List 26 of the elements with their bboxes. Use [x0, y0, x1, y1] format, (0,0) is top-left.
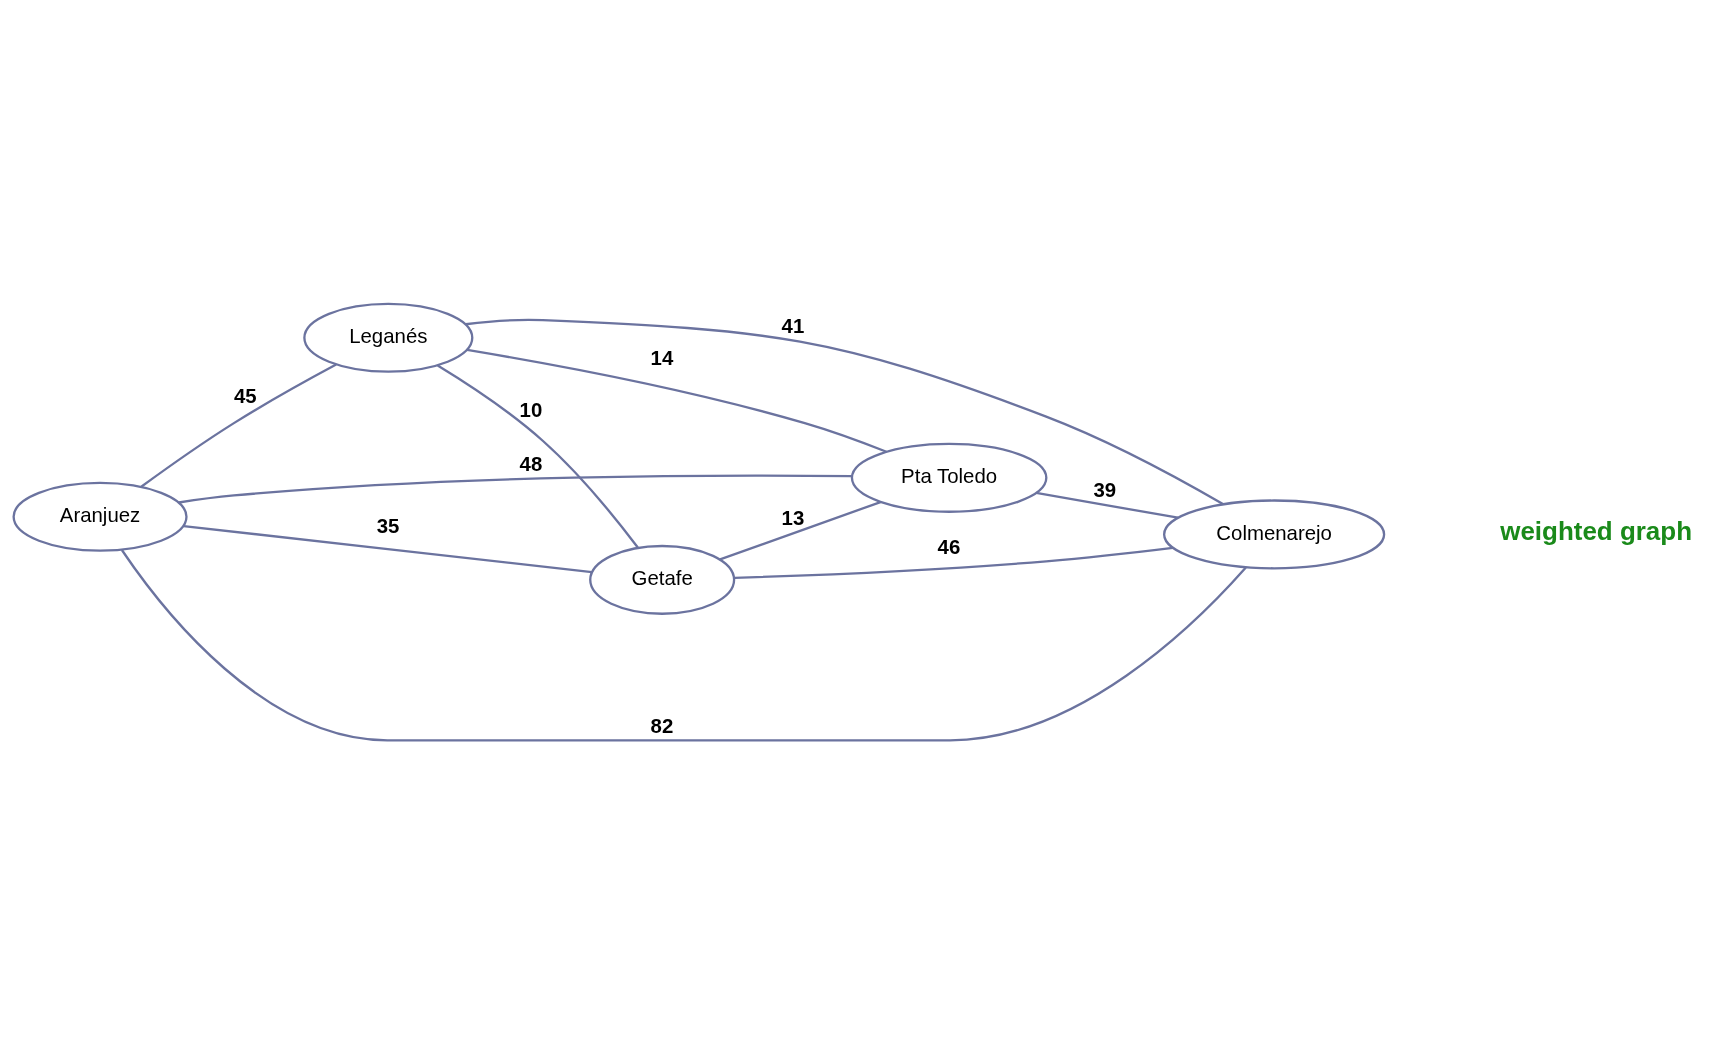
- node-ellipse: Leganés: [303, 302, 474, 373]
- edge-label: 35: [376, 515, 400, 538]
- connector: [140, 363, 337, 488]
- connector: [465, 318, 1224, 506]
- node-ellipse: Aranjuez: [12, 481, 188, 552]
- connector: [466, 348, 887, 453]
- node-ellipse: Getafe: [589, 544, 736, 615]
- edge-label: 48: [519, 452, 543, 475]
- edge-label: 45: [233, 385, 257, 408]
- connector: [120, 549, 1247, 742]
- connector: [734, 546, 1173, 580]
- edge-label: 39: [1093, 478, 1117, 501]
- edge-label: 41: [781, 314, 805, 337]
- connector: [437, 364, 639, 549]
- label: weighted graph: [1500, 515, 1692, 546]
- connector: [719, 500, 881, 561]
- connector: [183, 524, 593, 574]
- connector: [1036, 491, 1179, 519]
- edge-label: 82: [650, 715, 674, 738]
- edge-label: 13: [781, 506, 805, 529]
- edge-label: 46: [937, 536, 961, 559]
- connector: [178, 474, 853, 504]
- edge-label: 10: [519, 399, 543, 422]
- edge-label: 14: [650, 347, 674, 370]
- node-ellipse: Pta Toledo: [850, 442, 1048, 513]
- node-ellipse: Colmenarejo: [1163, 499, 1386, 570]
